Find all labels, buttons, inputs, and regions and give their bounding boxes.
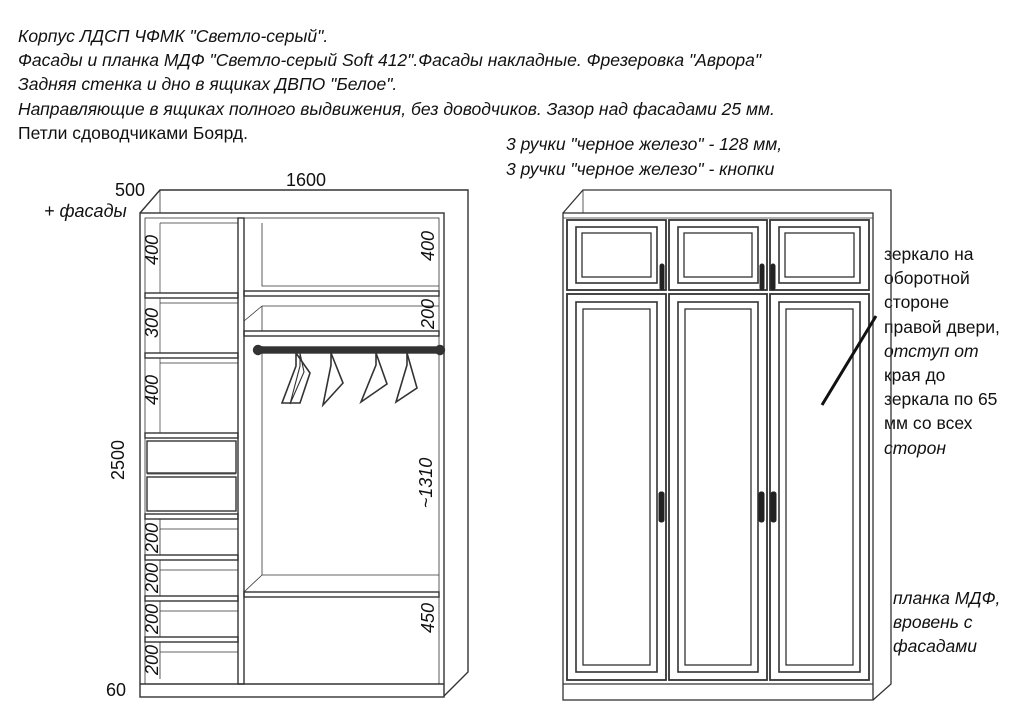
dim-width: 1600 [286, 170, 326, 190]
dim-depth: 500 [115, 180, 145, 200]
hangers [280, 350, 418, 408]
plank-line: вровень с [893, 612, 973, 632]
dim-left-section: 200 [142, 604, 162, 635]
mirror-line: зеркала по 65 [884, 389, 998, 410]
mirror-line: края до [884, 365, 946, 386]
bar-handle-icon [758, 491, 765, 523]
upper-doors [566, 219, 870, 291]
spec-line: Фасады и планка МДФ "Светло-серый Soft 4… [18, 50, 762, 71]
plank-line: планка МДФ, [893, 588, 1001, 608]
knob-handle-icon [770, 263, 776, 291]
dim-depth-suffix: + фасады [44, 201, 127, 221]
drawer-block [146, 440, 237, 512]
mirror-leader-line [820, 315, 878, 406]
dim-left-section: 200 [142, 645, 162, 676]
wardrobe-interior-drawing [139, 189, 469, 698]
dim-left-section: 200 [142, 563, 162, 594]
plank-note: планка МДФ, вровень с фасадами [893, 586, 1000, 658]
interior-dimensions: 1600 500 + фасады 60 2500 400 300 400 20… [44, 170, 438, 700]
spec-line: Корпус ЛДСП ЧФМК "Светло-серый". [18, 26, 329, 46]
mirror-line: стороне [884, 292, 950, 313]
mirror-line: правой двери, [884, 316, 1000, 337]
knob-handle-icon [759, 263, 765, 291]
mirror-line: отступ от [884, 340, 979, 361]
dim-height: 2500 [108, 440, 128, 480]
left-shelves [144, 222, 239, 643]
plank-line: фасадами [893, 636, 977, 656]
dim-left-section: 200 [142, 523, 162, 554]
dim-right-section: 200 [418, 299, 438, 330]
hanging-rod [252, 344, 446, 356]
bar-handle-icon [770, 491, 777, 523]
dim-left-section: 400 [142, 235, 162, 265]
handles-line: 3 ручки "черное железо" - 128 мм, [506, 134, 783, 154]
spec-line: Задняя стенка и дно в ящиках ДВПО "Белое… [18, 74, 398, 95]
mirror-line: сторон [884, 437, 946, 458]
mirror-line: мм со всех [884, 413, 973, 434]
bar-handle-icon [658, 491, 665, 523]
handles-note: 3 ручки "черное железо" - 128 мм, 3 ручк… [506, 132, 782, 181]
handles-line: 3 ручки "черное железо" - кнопки [506, 158, 775, 179]
dim-right-section: ~1310 [416, 458, 436, 509]
dim-right-section: 400 [418, 231, 438, 261]
dim-left-section: 300 [142, 308, 162, 338]
knob-handle-icon [659, 263, 665, 291]
dim-plinth: 60 [106, 680, 126, 700]
wardrobe-facade-drawing [562, 189, 892, 701]
lower-left-compartments [159, 519, 238, 679]
lower-doors [566, 293, 870, 681]
spec-line: Направляющие в ящиках полного выдвижения… [18, 98, 775, 119]
mirror-line: оборотной [884, 268, 970, 289]
mirror-line: зеркало на [884, 244, 974, 264]
spec-text: Корпус ЛДСП ЧФМК "Светло-серый". Фасады … [18, 24, 775, 145]
door-handles [658, 263, 777, 523]
dim-right-section: 450 [418, 603, 438, 633]
spec-line: Петли сдоводчиками Боярд. [18, 122, 248, 143]
mirror-note: зеркало на оборотной стороне правой двер… [884, 242, 1000, 460]
right-column [243, 223, 440, 598]
dim-left-section: 400 [142, 375, 162, 405]
